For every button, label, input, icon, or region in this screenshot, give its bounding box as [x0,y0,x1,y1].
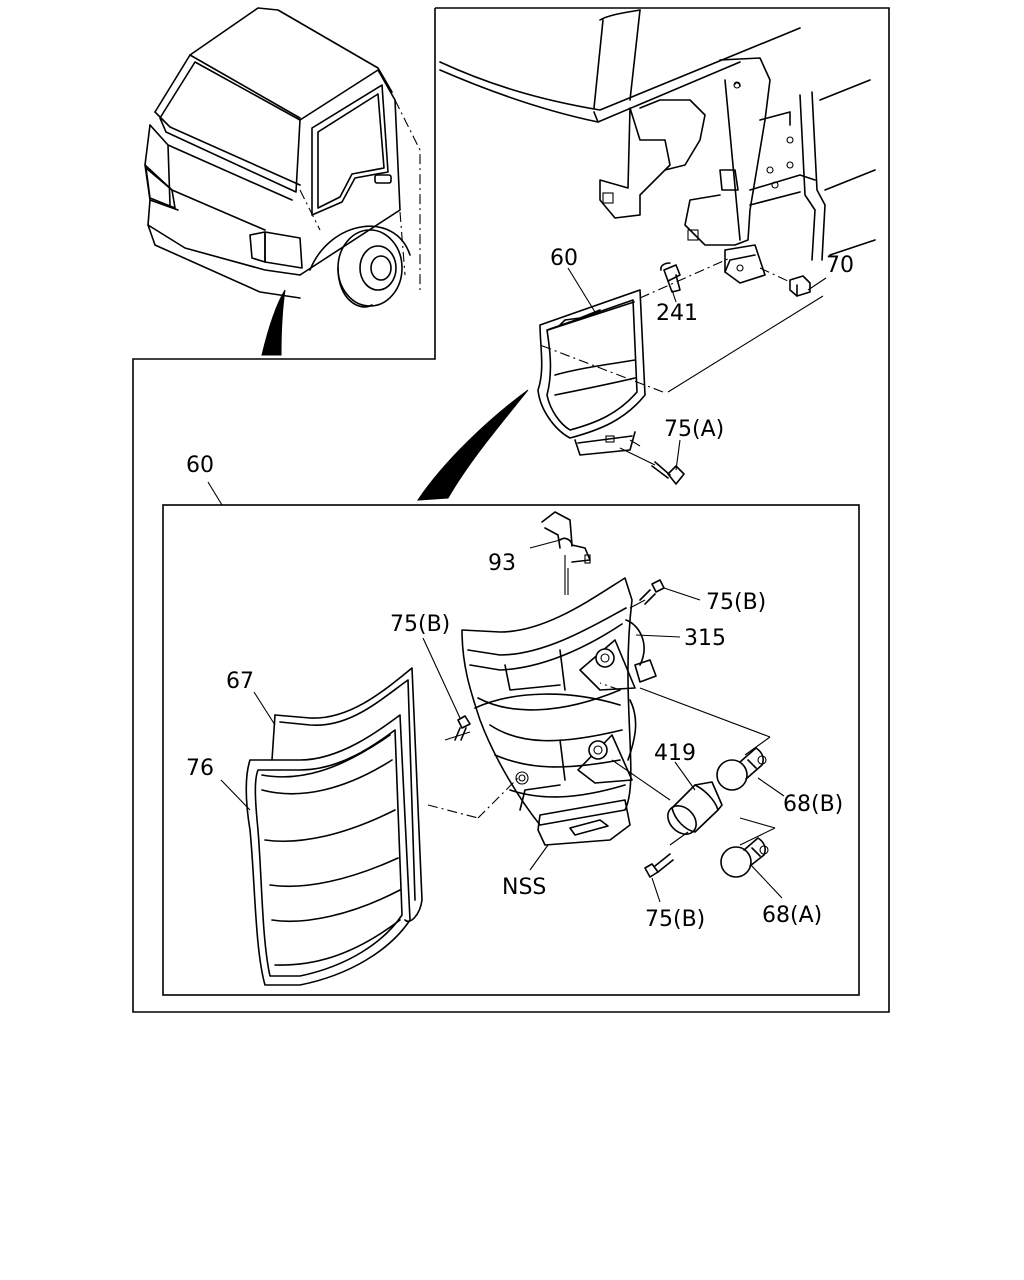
lamp-assembly-exploded [207,481,776,986]
bulb-icon [667,781,723,835]
label-part-315: 315 [684,626,726,651]
body-mounting-view [439,9,876,393]
rear-combination-lamp-installed [417,262,685,501]
label-part-60-assembly: 60 [186,453,214,478]
label-part-419: 419 [654,741,696,766]
diagram-frames [132,7,890,1013]
label-part-68a: 68(A) [762,903,822,928]
label-part-70: 70 [826,253,854,278]
label-part-75a: 75(A) [664,417,724,442]
label-part-75b-left: 75(B) [390,612,450,637]
label-part-60-installed: 60 [550,246,578,271]
label-part-75b-top: 75(B) [706,590,766,615]
label-part-nss: NSS [502,875,546,900]
label-part-76: 76 [186,756,214,781]
label-part-75b-bottom: 75(B) [645,907,705,932]
label-part-68b: 68(B) [783,792,843,817]
label-part-67: 67 [226,669,254,694]
callout-labels: 60 241 70 75(A) 60 93 75(B) 315 75(B) 67… [186,246,854,932]
truck-cab-icon [144,7,421,356]
label-part-241: 241 [656,301,698,326]
label-part-93: 93 [488,551,516,576]
bulb-icon [720,837,769,878]
callout-leaders [220,267,827,903]
bulb-icon [716,747,767,791]
